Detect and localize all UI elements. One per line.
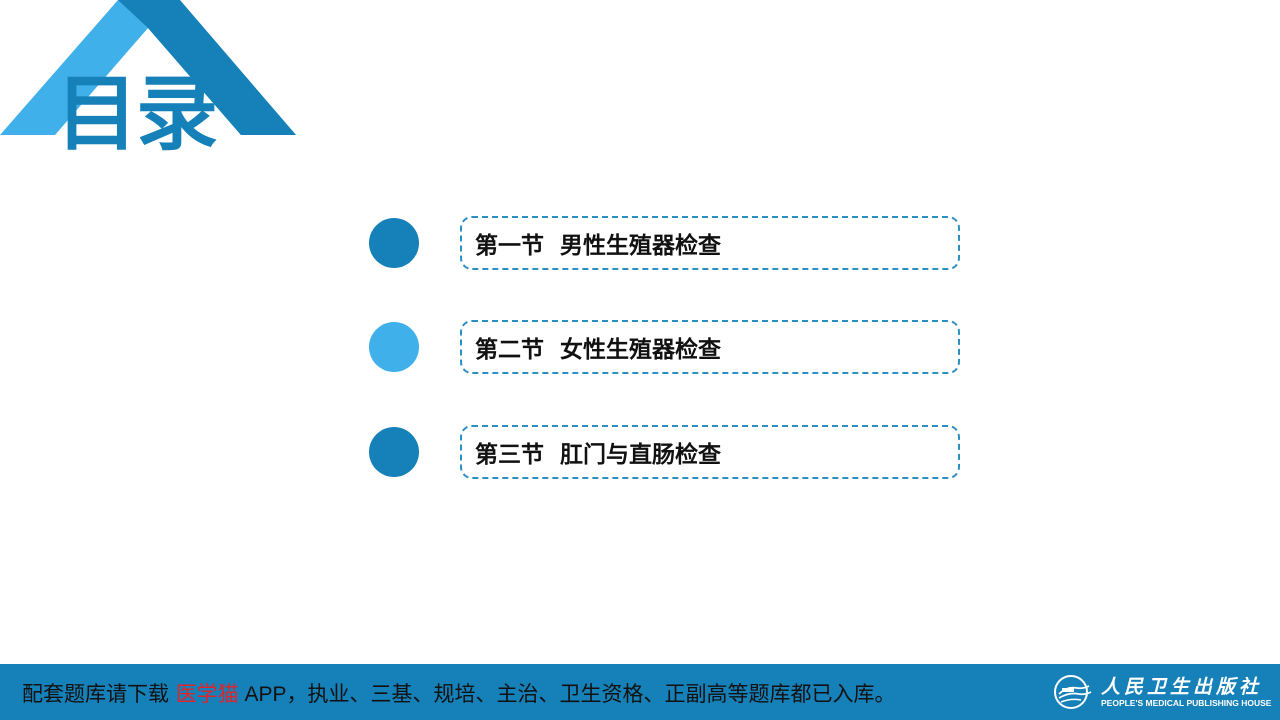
toc-item-2[interactable]: 第二节 女性生殖器检查 bbox=[369, 320, 963, 378]
toc-label: 第一节 男性生殖器检查 bbox=[475, 233, 722, 259]
footer-promo-text: 配套题库请下载 医学猫 APP，执业、三基、规培、主治、卫生资格、正副高等题库都… bbox=[22, 678, 896, 708]
toc-label: 第二节 女性生殖器检查 bbox=[475, 337, 722, 363]
app-name-link[interactable]: 医学猫 bbox=[175, 682, 239, 706]
publisher-name-en: PEOPLE'S MEDICAL PUBLISHING HOUSE bbox=[1101, 698, 1272, 708]
toc-box[interactable]: 第二节 女性生殖器检查 bbox=[460, 320, 960, 374]
publisher-emblem-icon bbox=[1054, 675, 1092, 709]
toc-item-3[interactable]: 第三节 肛门与直肠检查 bbox=[369, 425, 963, 483]
footer-text-before: 配套题库请下载 bbox=[22, 682, 176, 706]
toc-box[interactable]: 第一节 男性生殖器检查 bbox=[460, 216, 960, 270]
bullet-dot-icon bbox=[369, 218, 419, 268]
roof-decoration-icon bbox=[0, 0, 296, 135]
toc-label: 第三节 肛门与直肠检查 bbox=[475, 442, 722, 468]
bullet-dot-icon bbox=[369, 322, 419, 372]
publisher-logo: 人民卫生出版社 PEOPLE'S MEDICAL PUBLISHING HOUS… bbox=[1053, 672, 1273, 716]
publisher-name-cn: 人民卫生出版社 bbox=[1101, 676, 1263, 698]
bullet-dot-icon bbox=[369, 427, 419, 477]
toc-item-1[interactable]: 第一节 男性生殖器检查 bbox=[369, 216, 963, 274]
footer-text-after: ，执业、三基、规培、主治、卫生资格、正副高等题库都已入库。 bbox=[286, 682, 896, 706]
footer-bar: 配套题库请下载 医学猫 APP，执业、三基、规培、主治、卫生资格、正副高等题库都… bbox=[0, 664, 1280, 720]
page-title: 目录 bbox=[56, 67, 218, 162]
toc-box[interactable]: 第三节 肛门与直肠检查 bbox=[460, 425, 960, 479]
app-suffix: APP bbox=[238, 683, 287, 706]
